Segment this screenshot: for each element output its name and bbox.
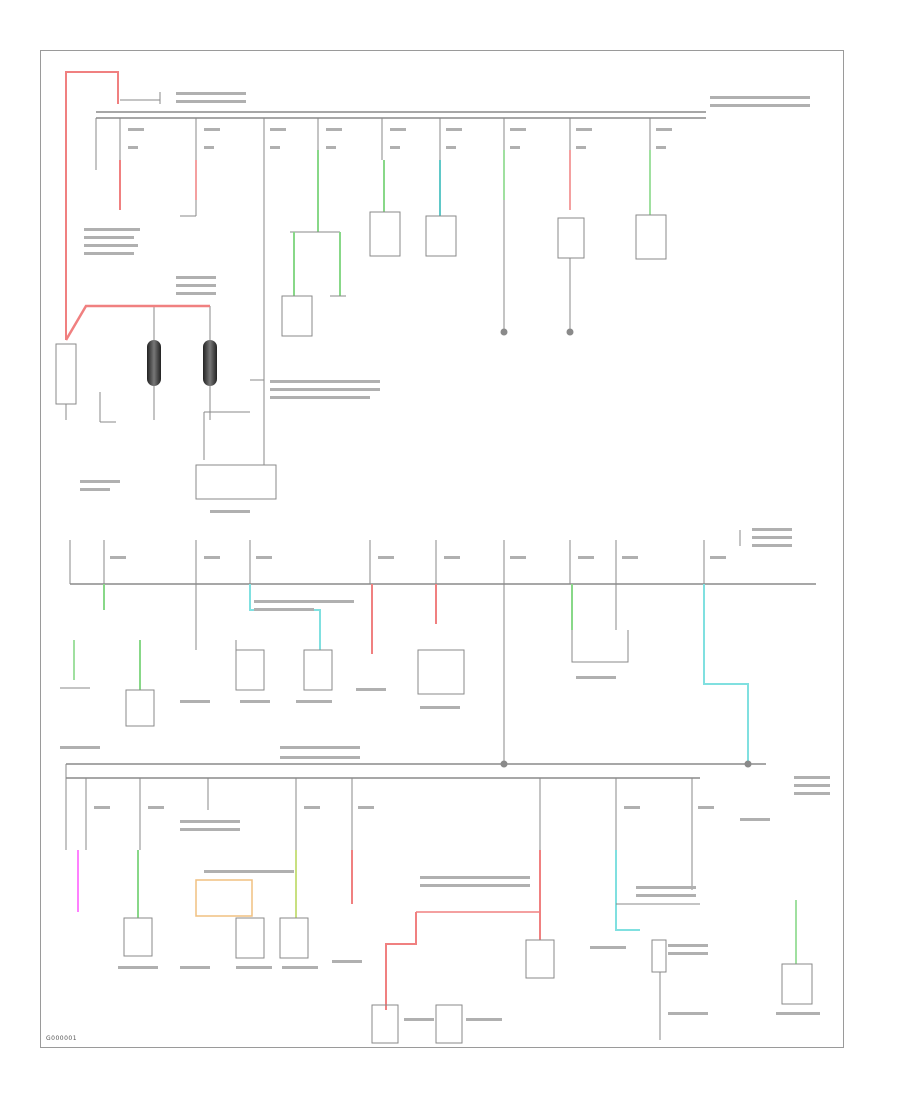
component-block-13	[371, 1004, 399, 1044]
component-block-15	[525, 939, 555, 979]
component-block-7	[235, 649, 265, 691]
battery-feed-wire	[65, 71, 119, 340]
component-block-12	[279, 917, 309, 959]
component-block-4	[557, 217, 585, 259]
component-block-5	[635, 214, 667, 260]
component-block-10	[123, 917, 153, 957]
component-block-1	[281, 295, 313, 337]
fusible-link-a	[147, 340, 161, 386]
component-block-17	[781, 963, 813, 1005]
middle-fuse-drops	[103, 530, 741, 584]
component-block-2	[369, 211, 401, 257]
bottom-fuse-drops	[85, 778, 693, 850]
generator	[195, 464, 277, 500]
component-block-3	[425, 215, 457, 257]
component-block-16	[651, 939, 667, 973]
fusible-link-b	[203, 340, 217, 386]
component-block-11	[235, 917, 265, 959]
diagram-frame	[40, 50, 844, 1048]
component-block-6	[125, 689, 155, 727]
diagram-reference-code: G000001	[46, 1035, 78, 1042]
component-block-14	[435, 1004, 463, 1044]
component-block-9	[417, 649, 465, 695]
label-placeholders	[60, 92, 830, 1021]
component-block-8	[303, 649, 333, 691]
